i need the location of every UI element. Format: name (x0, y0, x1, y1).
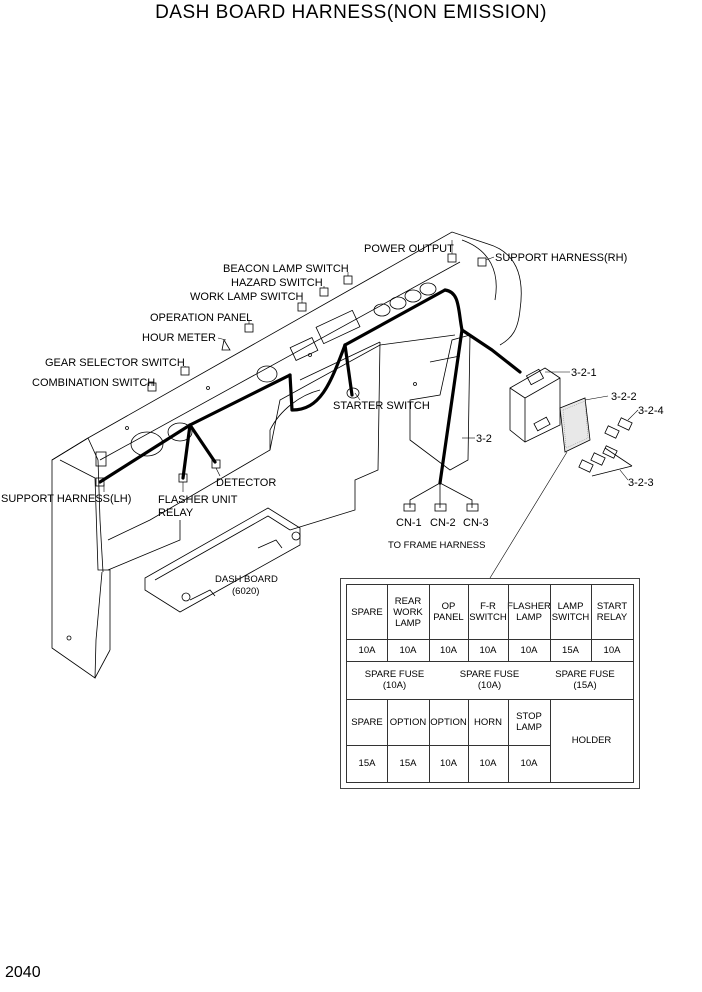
fuse-rating: 10A (479, 644, 497, 656)
grid-line (387, 699, 388, 782)
fuse-cover (559, 397, 591, 453)
grid-line (508, 585, 509, 661)
grid-line (429, 699, 430, 782)
fuse-name: OPTION (430, 716, 467, 728)
fuse-table: SPARE 10A REAR WORK LAMP 10A OP PANEL 10A F-R … (340, 578, 640, 789)
label-gear-selector-switch: GEAR SELECTOR SWITCH (45, 357, 185, 369)
fuse-rating: 10A (399, 644, 417, 656)
fuse-name: START RELAY (596, 601, 628, 623)
fuse-name: OPTION (389, 716, 427, 728)
grid-line (508, 699, 509, 782)
fuse-name: F-R SWITCH (469, 601, 507, 623)
fuse-name: OP PANEL (433, 601, 464, 623)
fuse-table-grid: SPARE 10A REAR WORK LAMP 10A OP PANEL 10A F-R … (346, 584, 634, 783)
leader-lines (103, 240, 639, 579)
grid-line (347, 699, 633, 700)
grid-line (550, 585, 551, 661)
fuse-name: FLASHER LAMP (507, 601, 551, 623)
fuse-name: REAR WORK LAMP (393, 595, 423, 629)
label-hour-meter: HOUR METER (142, 332, 216, 344)
grid-line (387, 585, 388, 661)
label-operation-panel: OPERATION PANEL (150, 312, 252, 324)
grid-line (347, 639, 633, 640)
fuse-rating: 10A (520, 758, 538, 769)
dashboard-panel-outline (51, 231, 522, 679)
fuse-rating: 10A (440, 758, 457, 769)
label-3-2-2: 3-2-2 (611, 391, 637, 403)
fuses (578, 417, 633, 477)
fuse-rating: 10A (440, 644, 457, 656)
label-relay: RELAY (158, 507, 194, 519)
fuse-rating: 10A (603, 644, 621, 656)
label-beacon-lamp-switch: BEACON LAMP SWITCH (223, 263, 349, 275)
holder-cell: HOLDER (571, 735, 612, 746)
spare-fuse-cell: SPARE FUSE (15A) (555, 669, 615, 691)
label-support-harness-lh: SUPPORT HARNESS(LH) (1, 493, 131, 505)
label-combination-switch: COMBINATION SWITCH (32, 377, 155, 389)
label-cn2: CN-2 (430, 517, 456, 529)
fuse-rating: 15A (562, 644, 579, 656)
fuse-name: LAMP SWITCH (551, 601, 590, 623)
fuse-rating: 10A (358, 644, 376, 656)
spare-fuse-cell: SPARE FUSE (10A) (364, 669, 425, 691)
fuse-rating: 10A (520, 644, 538, 656)
fuse-box (509, 367, 561, 443)
label-cn1: CN-1 (396, 517, 422, 529)
fuse-name: STOP LAMP (516, 711, 542, 733)
grid-line (347, 745, 550, 746)
operation-panel-connector (244, 323, 254, 333)
label-dash-board-code: (6020) (232, 586, 259, 597)
label-3-2: 3-2 (476, 433, 492, 445)
page-number: 2040 (5, 964, 41, 981)
hazard-connector (319, 287, 329, 297)
spare-fuse-cell: SPARE FUSE (10A) (459, 669, 520, 691)
label-starter-switch: STARTER SWITCH (333, 400, 430, 412)
grid-line (429, 585, 430, 661)
work-lamp-connector (297, 302, 307, 312)
label-work-lamp-switch: WORK LAMP SWITCH (190, 291, 304, 303)
fuse-rating: 10A (479, 758, 497, 769)
label-flasher-unit: FLASHER UNIT (158, 494, 238, 506)
label-power-output: POWER OUTPUT (364, 243, 454, 255)
label-3-2-3: 3-2-3 (628, 477, 654, 489)
harness-wires (98, 288, 522, 485)
label-dash-board: DASH BOARD (215, 574, 278, 585)
cn-branches (403, 482, 479, 512)
diagram-labels: POWER OUTPUT SUPPORT HARNESS(RH) BEACON … (1, 243, 664, 597)
fuse-rating: 15A (358, 758, 376, 769)
grid-line (347, 661, 633, 662)
page-title: DASH BOARD HARNESS(NON EMISSION) (155, 2, 547, 23)
support-rh-connector (477, 257, 487, 267)
grid-line (591, 585, 592, 661)
label-3-2-4: 3-2-4 (638, 405, 664, 417)
label-detector: DETECTOR (216, 477, 276, 489)
beacon-connector (343, 275, 353, 285)
fuse-name: SPARE (351, 606, 383, 618)
fuse-rating: 15A (399, 758, 417, 769)
label-support-harness-rh: SUPPORT HARNESS(RH) (495, 252, 627, 264)
grid-line (468, 699, 469, 782)
grid-line (550, 699, 551, 782)
power-output-connector (447, 253, 457, 263)
label-cn3: CN-3 (463, 517, 489, 529)
fuse-name: HORN (474, 716, 502, 728)
label-3-2-1: 3-2-1 (571, 367, 597, 379)
grid-line (468, 585, 469, 661)
support-lh-connector (95, 477, 105, 487)
label-to-frame-harness: TO FRAME HARNESS (388, 540, 485, 551)
fuse-name: SPARE (351, 716, 383, 728)
hour-meter-connector (221, 338, 231, 351)
label-hazard-switch: HAZARD SWITCH (231, 277, 323, 289)
panel-connectors (95, 253, 487, 487)
